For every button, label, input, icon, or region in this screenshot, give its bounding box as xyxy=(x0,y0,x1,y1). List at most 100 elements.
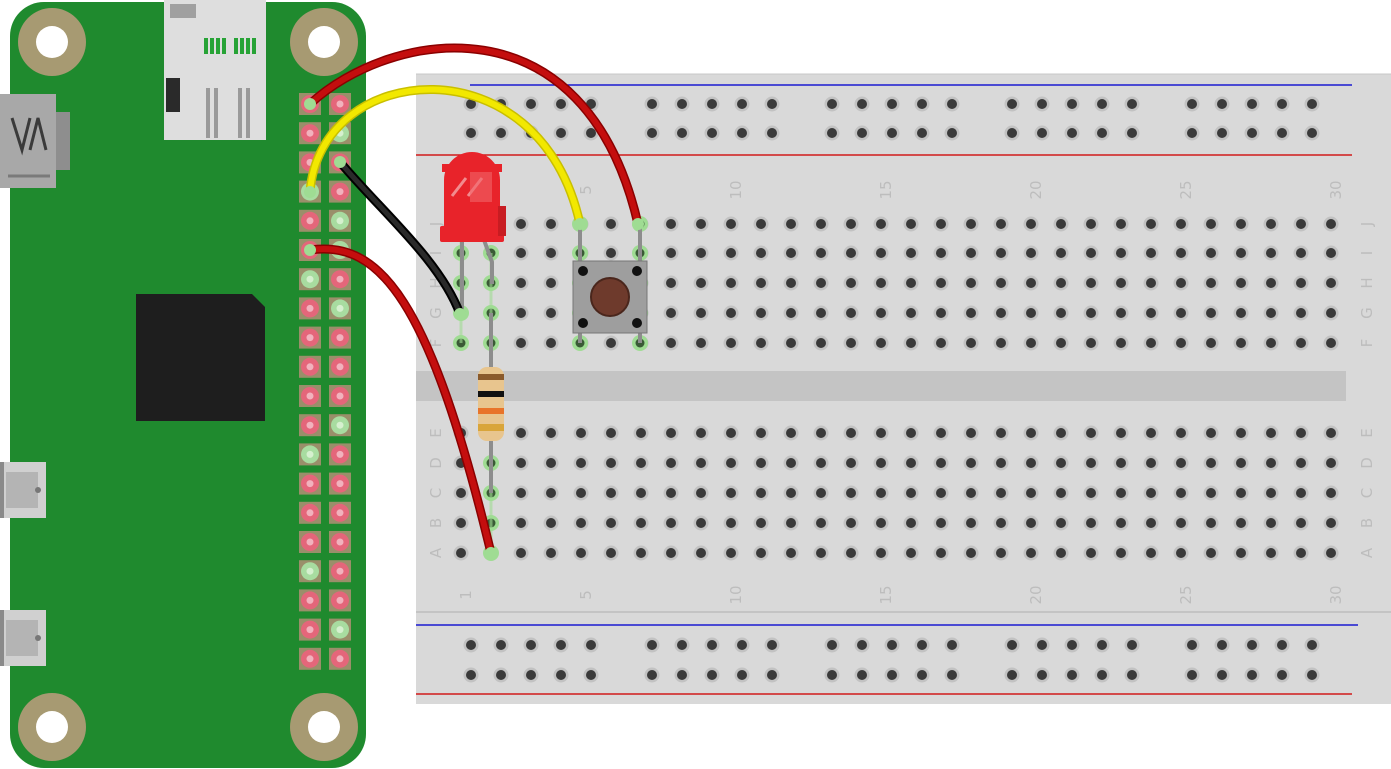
breadboard-hole xyxy=(573,485,589,501)
breadboard-hole xyxy=(1053,455,1069,471)
breadboard-hole xyxy=(854,96,870,112)
black-wire-core xyxy=(337,159,463,317)
breadboard-hole xyxy=(1094,637,1110,653)
breadboard-hole xyxy=(1053,245,1069,261)
breadboard-hole xyxy=(1184,125,1200,141)
breadboard-hole xyxy=(1053,485,1069,501)
breadboard-hole xyxy=(1304,96,1320,112)
breadboard-hole xyxy=(914,125,930,141)
breadboard-hole xyxy=(963,545,979,561)
breadboard-hole xyxy=(963,485,979,501)
breadboard-hole xyxy=(903,335,919,351)
breadboard-hole xyxy=(1113,275,1129,291)
breadboard-hole xyxy=(1293,245,1309,261)
breadboard-hole xyxy=(873,515,889,531)
breadboard-hole xyxy=(873,545,889,561)
breadboard-hole xyxy=(543,216,559,232)
breadboard-hole xyxy=(633,425,649,441)
breadboard-hole xyxy=(1113,425,1129,441)
wires xyxy=(305,43,643,558)
breadboard-hole xyxy=(723,425,739,441)
gpio-pin xyxy=(329,180,351,203)
breadboard-hole xyxy=(933,245,949,261)
breadboard-hole xyxy=(663,335,679,351)
breadboard-hole xyxy=(944,637,960,653)
soc-chip xyxy=(136,294,265,421)
breadboard-hole xyxy=(813,216,829,232)
breadboard-hole xyxy=(813,425,829,441)
breadboard-hole xyxy=(663,545,679,561)
breadboard-hole xyxy=(764,96,780,112)
breadboard-hole xyxy=(903,485,919,501)
breadboard-hole xyxy=(1023,245,1039,261)
breadboard-hole xyxy=(663,425,679,441)
breadboard-hole xyxy=(1203,515,1219,531)
breadboard-hole xyxy=(1083,425,1099,441)
breadboard-hole xyxy=(663,245,679,261)
breadboard-hole xyxy=(1263,425,1279,441)
breadboard-hole xyxy=(854,125,870,141)
breadboard-hole xyxy=(843,245,859,261)
breadboard-hole xyxy=(843,216,859,232)
breadboard-hole xyxy=(944,667,960,683)
breadboard-hole xyxy=(884,667,900,683)
breadboard-hole xyxy=(1203,216,1219,232)
breadboard-hole xyxy=(1233,245,1249,261)
breadboard-hole xyxy=(764,637,780,653)
breadboard-hole xyxy=(1034,96,1050,112)
breadboard-hole xyxy=(1274,667,1290,683)
breadboard-hole xyxy=(1034,125,1050,141)
breadboard-hole xyxy=(1323,515,1339,531)
breadboard-hole xyxy=(553,667,569,683)
breadboard-hole xyxy=(903,275,919,291)
breadboard-hole xyxy=(693,305,709,321)
column-number-bottom: 1 xyxy=(457,590,475,600)
breadboard-hole xyxy=(873,245,889,261)
gpio-pin xyxy=(329,472,351,495)
breadboard-hole xyxy=(1023,305,1039,321)
breadboard-hole xyxy=(963,455,979,471)
breadboard-hole xyxy=(693,455,709,471)
breadboard-hole xyxy=(813,545,829,561)
breadboard-hole xyxy=(1064,125,1080,141)
breadboard-hole xyxy=(644,96,660,112)
breadboard-hole xyxy=(843,425,859,441)
breadboard-hole xyxy=(1203,305,1219,321)
row-letter: A xyxy=(427,547,445,558)
breadboard-hole xyxy=(1113,455,1129,471)
breadboard-hole xyxy=(783,545,799,561)
breadboard-hole xyxy=(1203,545,1219,561)
breadboard-hole xyxy=(1124,125,1140,141)
breadboard-hole xyxy=(723,305,739,321)
breadboard-hole xyxy=(453,545,469,561)
breadboard-hole xyxy=(783,305,799,321)
breadboard-hole xyxy=(914,667,930,683)
breadboard-hole xyxy=(543,515,559,531)
button-cap[interactable] xyxy=(590,277,630,317)
breadboard-hole xyxy=(963,275,979,291)
gpio-pin xyxy=(299,560,321,583)
gpio-pin xyxy=(329,385,351,407)
wire-end xyxy=(574,218,586,230)
breadboard-hole xyxy=(513,515,529,531)
row-letter: B xyxy=(427,518,445,528)
row-letter: J xyxy=(427,222,445,227)
breadboard-hole xyxy=(1053,216,1069,232)
breadboard-hole xyxy=(1083,485,1099,501)
breadboard-hole xyxy=(1143,305,1159,321)
breadboard-hole xyxy=(723,455,739,471)
breadboard-hole xyxy=(1173,425,1189,441)
breadboard-hole xyxy=(1083,305,1099,321)
breadboard-hole xyxy=(693,545,709,561)
breadboard-hole xyxy=(1113,305,1129,321)
gpio-pin xyxy=(299,501,321,524)
breadboard-hole xyxy=(903,515,919,531)
breadboard-hole xyxy=(493,125,509,141)
breadboard-hole xyxy=(573,455,589,471)
breadboard-hole xyxy=(1023,545,1039,561)
breadboard-hole xyxy=(903,245,919,261)
breadboard-hole xyxy=(903,216,919,232)
breadboard-hole xyxy=(1323,425,1339,441)
breadboard-hole xyxy=(813,335,829,351)
breadboard-hole xyxy=(1113,335,1129,351)
